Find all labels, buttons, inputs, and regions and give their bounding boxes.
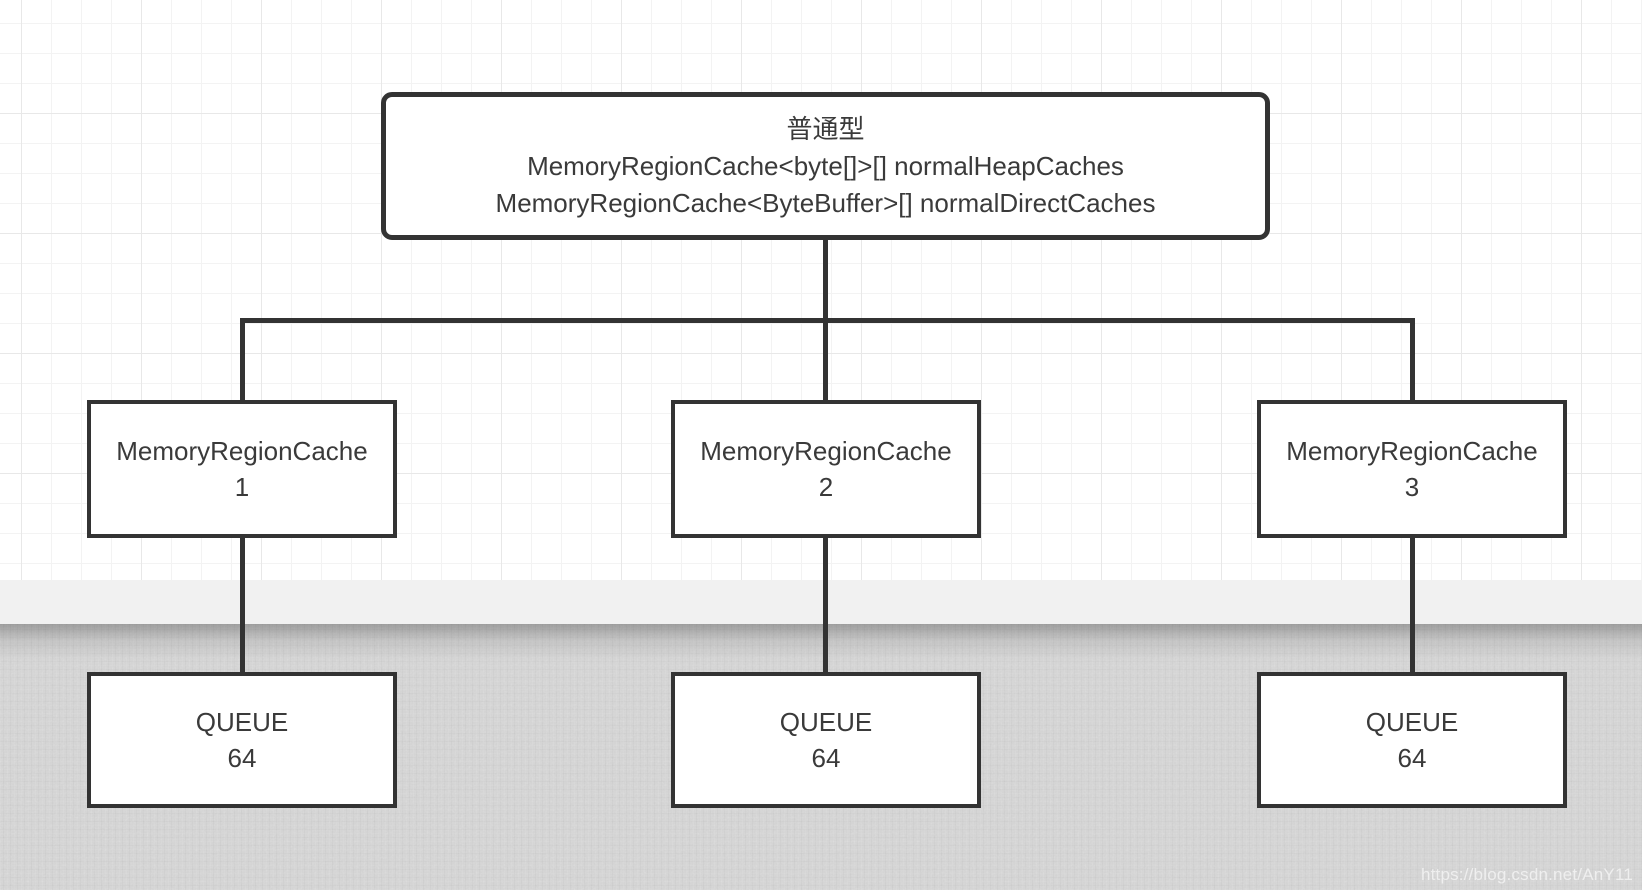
node-memory-region-cache-3[interactable]: MemoryRegionCache 3 xyxy=(1257,400,1567,538)
queue-label: QUEUE xyxy=(1365,707,1459,737)
page-drop-shadow xyxy=(0,624,1642,660)
connector-cache3-queue3 xyxy=(1410,536,1415,674)
queue-size: 64 xyxy=(811,743,841,773)
node-queue-3[interactable]: QUEUE 64 xyxy=(1257,672,1567,808)
node-queue-2[interactable]: QUEUE 64 xyxy=(671,672,981,808)
csdn-watermark: https://blog.csdn.net/AnY11 xyxy=(1420,865,1633,884)
connector-drop-cache-3 xyxy=(1410,318,1415,402)
queue-label: QUEUE xyxy=(195,707,289,737)
queue-size: 64 xyxy=(227,743,257,773)
cache-label: MemoryRegionCache xyxy=(700,436,952,466)
cache-index: 3 xyxy=(1404,472,1420,502)
connector-drop-cache-1 xyxy=(240,318,245,402)
node-normal-type-root[interactable]: 普通型 MemoryRegionCache<byte[]>[] normalHe… xyxy=(381,92,1270,240)
root-title: 普通型 xyxy=(786,113,865,144)
node-queue-1[interactable]: QUEUE 64 xyxy=(87,672,397,808)
connector-horizontal-bus xyxy=(240,318,1415,323)
connector-cache1-queue1 xyxy=(240,536,245,674)
connector-cache2-queue2 xyxy=(823,536,828,674)
root-direct-caches-line: MemoryRegionCache<ByteBuffer>[] normalDi… xyxy=(495,187,1156,218)
cache-index: 1 xyxy=(234,472,250,502)
queue-size: 64 xyxy=(1397,743,1427,773)
root-heap-caches-line: MemoryRegionCache<byte[]>[] normalHeapCa… xyxy=(527,150,1124,181)
node-memory-region-cache-1[interactable]: MemoryRegionCache 1 xyxy=(87,400,397,538)
cache-label: MemoryRegionCache xyxy=(116,436,368,466)
queue-label: QUEUE xyxy=(779,707,873,737)
cache-index: 2 xyxy=(818,472,834,502)
page-edge-band xyxy=(0,580,1642,624)
node-memory-region-cache-2[interactable]: MemoryRegionCache 2 xyxy=(671,400,981,538)
cache-label: MemoryRegionCache xyxy=(1286,436,1538,466)
